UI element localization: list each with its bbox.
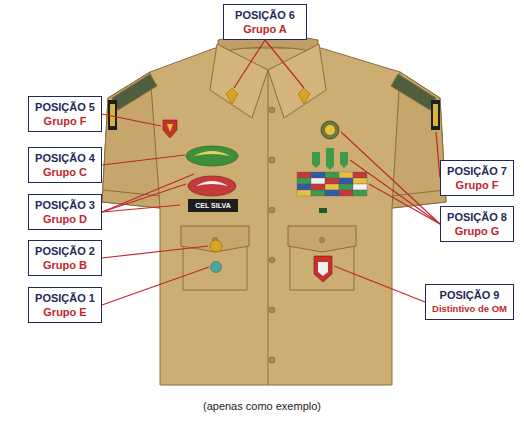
position-box: POSIÇÃO 8Grupo G: [440, 206, 514, 242]
position-label: POSIÇÃO 3: [35, 198, 95, 212]
position-box: POSIÇÃO 7Grupo F: [440, 160, 514, 196]
leader-line: [334, 266, 425, 302]
position-label: POSIÇÃO 7: [447, 164, 507, 178]
group-label: Grupo B: [35, 258, 95, 272]
group-label: Grupo A: [230, 22, 300, 36]
leader-line: [234, 40, 265, 88]
leader-line: [102, 184, 186, 212]
leader-line: [102, 246, 208, 258]
leader-line: [102, 205, 180, 212]
caption: (apenas como exemplo): [0, 400, 524, 412]
position-label: POSIÇÃO 6: [230, 8, 300, 22]
leader-line: [102, 174, 194, 212]
position-box: POSIÇÃO 6Grupo A: [223, 4, 307, 40]
position-box: POSIÇÃO 9Distintivo de OM: [425, 284, 514, 320]
position-box: POSIÇÃO 4Grupo C: [28, 147, 102, 183]
leader-line: [341, 132, 440, 224]
position-label: POSIÇÃO 1: [35, 291, 95, 305]
position-label: POSIÇÃO 2: [35, 244, 95, 258]
position-box: POSIÇÃO 3Grupo D: [28, 194, 102, 230]
position-box: POSIÇÃO 2Grupo B: [28, 240, 102, 276]
leader-line: [102, 114, 161, 126]
leader-line: [102, 155, 185, 165]
position-label: POSIÇÃO 9: [432, 288, 507, 302]
position-label: POSIÇÃO 8: [447, 210, 507, 224]
group-label: Grupo C: [35, 165, 95, 179]
position-box: POSIÇÃO 1Grupo E: [28, 287, 102, 323]
name-text: CEL SILVA: [193, 201, 233, 210]
leader-line: [350, 160, 440, 224]
group-label: Grupo E: [35, 305, 95, 319]
group-label: Grupo G: [447, 224, 507, 238]
group-label: Grupo D: [35, 212, 95, 226]
position-label: POSIÇÃO 4: [35, 151, 95, 165]
leader-line: [369, 184, 440, 224]
group-label: Grupo F: [35, 114, 95, 128]
group-label: Distintivo de OM: [432, 302, 507, 316]
group-label: Grupo F: [447, 178, 507, 192]
position-label: POSIÇÃO 5: [35, 100, 95, 114]
leader-line: [265, 40, 304, 88]
position-box: POSIÇÃO 5Grupo F: [28, 96, 102, 132]
leader-line: [102, 267, 209, 305]
name-tag: CEL SILVA: [188, 199, 238, 212]
